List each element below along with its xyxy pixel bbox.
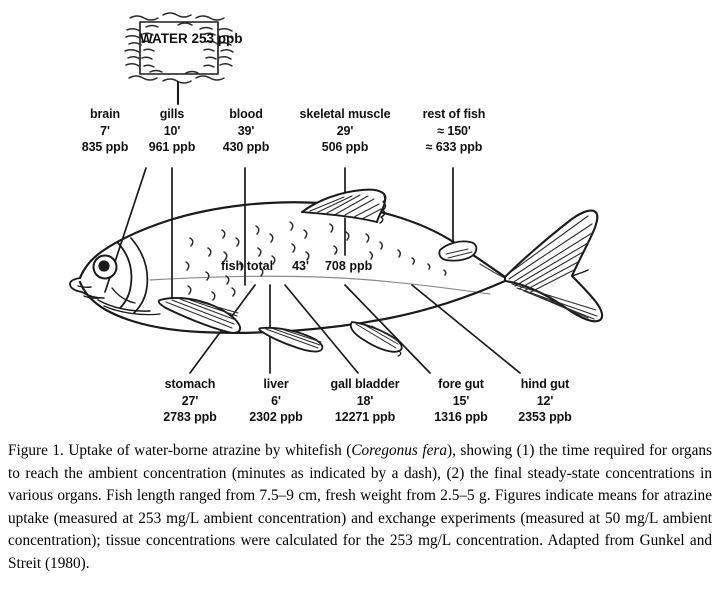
organ-time: 7'	[100, 123, 110, 138]
fish-drawing	[69, 188, 604, 357]
fish-lower-jaw	[81, 291, 105, 299]
fish-dorsal-fin	[301, 188, 387, 224]
water-title: WATER	[140, 31, 188, 46]
organ-concentration: 1316 ppb	[434, 410, 488, 424]
organ-label-fore-gut: fore gut 15' 1316 ppb	[418, 376, 504, 426]
organ-concentration: 2302 ppb	[249, 410, 303, 424]
figure-caption: Figure 1. Uptake of water-borne atrazine…	[8, 440, 712, 576]
organ-label-liver: liver 6' 2302 ppb	[232, 376, 320, 426]
organ-label-hind-gut: hind gut 12' 2353 ppb	[502, 376, 588, 426]
organ-name: gills	[159, 107, 185, 121]
caption-text-after-species: ), showing (1) the time required for org…	[8, 442, 712, 572]
organ-time: 12'	[536, 393, 554, 408]
fish-gill-edge	[130, 237, 149, 314]
organ-label-gall-bladder: gall bladder 18' 12271 ppb	[312, 376, 418, 426]
organ-time: 29'	[336, 123, 354, 138]
fish-total-name: fish total	[221, 259, 274, 273]
fish-belly-outline	[78, 279, 507, 334]
fish-adipose-fin	[438, 240, 478, 262]
fish-throat-line	[97, 299, 151, 312]
organ-time: 6'	[271, 393, 281, 408]
organ-concentration: 12271 ppb	[334, 410, 396, 424]
leader-fore-gut	[344, 284, 431, 374]
organ-name: brain	[89, 107, 121, 121]
fish-operculum	[117, 242, 133, 309]
organ-time: ≈ 150'	[437, 123, 471, 138]
organ-name: hind gut	[520, 377, 570, 391]
organ-concentration: 835 ppb	[81, 140, 129, 154]
water-box-label: WATER 253 ppb	[140, 30, 243, 48]
fish-snout	[69, 277, 83, 293]
fish-diagram-svg	[69, 12, 604, 374]
fish-cheek-line	[111, 287, 136, 304]
organ-name: fore gut	[438, 377, 484, 391]
organ-time: 10'	[163, 123, 181, 138]
fish-lateral-line	[149, 275, 491, 295]
caption-text-before-species: Uptake of water-borne atrazine by whitef…	[63, 442, 352, 459]
organ-name: skeletal muscle	[299, 107, 391, 121]
fish-total-label: fish total 43' 708 ppb	[221, 259, 372, 273]
leader-hind-gut	[411, 284, 521, 374]
organ-time: 15'	[452, 393, 470, 408]
organ-time: 18'	[356, 393, 374, 408]
organ-label-skeletal-muscle: skeletal muscle 29' 506 ppb	[287, 106, 403, 156]
water-box-frame	[139, 21, 219, 75]
caption-figure-number: Figure 1.	[8, 442, 64, 459]
water-concentration: 253 ppb	[191, 31, 243, 46]
fish-pectoral-fin	[157, 297, 242, 334]
organ-concentration: ≈ 633 ppb	[425, 140, 483, 154]
organ-concentration: 506 ppb	[321, 140, 369, 154]
leader-lines-top	[104, 167, 454, 301]
organ-name: liver	[263, 377, 289, 391]
fish-anal-fin	[349, 321, 403, 357]
caption-species-name: Coregonus fera	[351, 442, 447, 459]
organ-time: 39'	[237, 123, 255, 138]
organ-label-brain: brain 7' 835 ppb	[65, 106, 145, 156]
fish-total-concentration: 708 ppb	[324, 259, 373, 273]
fish-pelvic-fin	[258, 326, 324, 353]
organ-name: rest of fish	[422, 107, 486, 121]
organ-label-gills: gills 10' 961 ppb	[132, 106, 212, 156]
fish-chin-line	[83, 295, 101, 299]
organ-concentration: 430 ppb	[222, 140, 270, 154]
fish-isthmus-line	[103, 305, 161, 316]
fish-caudal-fin	[503, 209, 604, 323]
organ-label-stomach: stomach 27' 2783 ppb	[140, 376, 240, 426]
organ-name: blood	[229, 107, 263, 121]
organ-concentration: 961 ppb	[148, 140, 196, 154]
organ-concentration: 2783 ppb	[163, 410, 217, 424]
organ-name: stomach	[164, 377, 216, 391]
water-wave-marks	[124, 12, 234, 84]
organ-time: 27'	[181, 393, 199, 408]
organ-name: gall bladder	[330, 377, 400, 391]
organ-concentration: 2353 ppb	[518, 410, 572, 424]
organ-label-rest-of-fish: rest of fish ≈ 150' ≈ 633 ppb	[402, 106, 506, 156]
fish-total-time: 43'	[292, 259, 309, 273]
fish-eye-pupil	[98, 260, 110, 272]
fish-mouth-line	[77, 285, 92, 289]
organ-label-blood: blood 39' 430 ppb	[206, 106, 286, 156]
